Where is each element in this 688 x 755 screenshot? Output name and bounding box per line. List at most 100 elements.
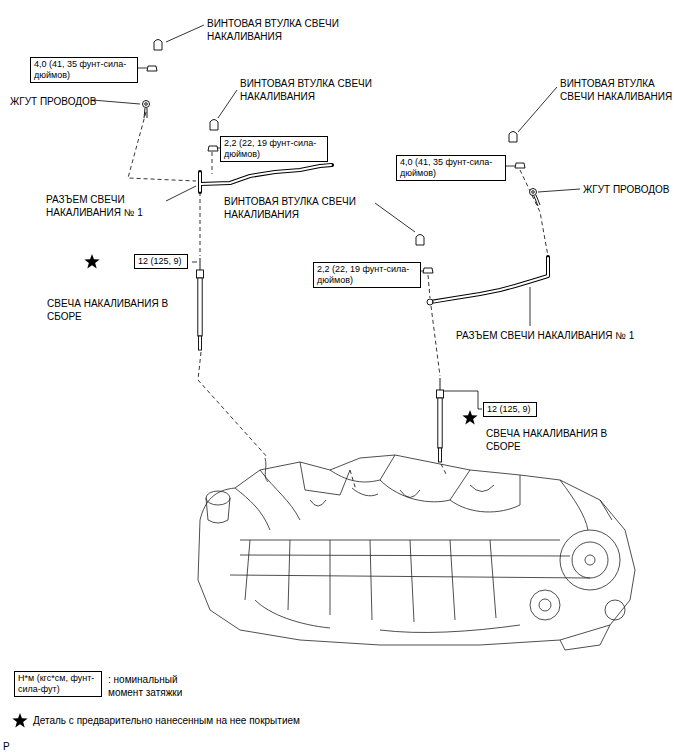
torque-value: 2,2 (22, 19 фунт-сила-дюймов) (224, 138, 324, 160)
part-name: СВЕЧА НАКАЛИВАНИЯ В СБОРЕ (47, 297, 172, 323)
nut (515, 163, 525, 168)
part-name: ЖГУТ ПРОВОДОВ (583, 183, 669, 196)
page-mark: P (3, 740, 10, 753)
leader-line (506, 166, 516, 167)
torque-spec-box: 12 (125, 9) (134, 254, 188, 269)
screw-bushing (210, 120, 218, 131)
assembly-line (431, 306, 440, 376)
leader-line (166, 186, 196, 201)
engine-illustration (605, 600, 625, 620)
assembly-line (428, 275, 430, 298)
assembly-line (198, 352, 268, 458)
engine-illustration (206, 491, 230, 505)
assembly-line (128, 112, 196, 181)
engine-illustration (206, 498, 230, 523)
glow-plug (438, 398, 442, 448)
engine-illustration (530, 590, 560, 620)
glow-plug (197, 258, 204, 350)
wire-harness-terminal (144, 108, 147, 118)
screw-bushing (509, 132, 517, 143)
torque-value: 4,0 (41, 35 фунт-сила-дюймов) (34, 59, 134, 81)
torque-spec-box: 2,2 (22, 19 фунт-сила-дюймов) (313, 262, 421, 288)
wire-harness-terminal (532, 191, 535, 194)
leader-line (538, 189, 580, 192)
engine-illustration (198, 455, 635, 645)
torque-value: 4,0 (41, 35 фунт-сила-дюймов) (400, 157, 502, 179)
engine-illustration (198, 455, 635, 650)
engine-illustration (245, 540, 496, 622)
part-name: РАЗЪЕМ СВЕЧИ НАКАЛИВАНИЯ № 1 (46, 193, 164, 219)
engine-illustration (380, 470, 470, 502)
nut (423, 268, 433, 273)
torque-spec-box: 4,0 (41, 35 фунт-сила-дюймов) (396, 155, 506, 181)
assembly-line (441, 464, 446, 474)
part-name: ЖГУТ ПРОВОДОВ (10, 95, 96, 108)
glow-plug (197, 270, 204, 278)
part-name: РАЗЪЕМ СВЕЧИ НАКАЛИВАНИЯ № 1 (456, 329, 634, 342)
glow-plug (437, 378, 444, 462)
engine-illustration (560, 530, 620, 590)
leader-line (137, 68, 147, 69)
leader-line (375, 203, 415, 232)
part-name: ВИНТОВАЯ ВТУЛКА СВЕЧИ НАКАЛИВАНИЯ (224, 195, 389, 221)
engine-illustration (235, 470, 300, 530)
screw-bushing (416, 235, 424, 246)
leader-line (218, 90, 237, 118)
engine-illustration (330, 455, 395, 482)
glow-plug-connector (427, 299, 433, 305)
engine-illustration (560, 480, 612, 530)
leader-line (92, 25, 580, 409)
glow-plug-connector (200, 165, 331, 191)
engine-illustration (265, 458, 378, 496)
glow-plug (200, 258, 201, 270)
engine-illustration (539, 599, 551, 611)
glow-plug (197, 258, 444, 462)
glow-plug (198, 278, 202, 336)
coated-part-star (12, 254, 477, 727)
wire-harness-terminal (143, 101, 150, 108)
torque-spec-box: 12 (125, 9) (483, 402, 537, 417)
torque-value: 12 (125, 9) (138, 256, 184, 267)
engine-illustration (310, 485, 494, 506)
engine-illustration (300, 462, 350, 495)
glow-plug (199, 336, 202, 350)
leader-line (444, 391, 482, 409)
legend-text: : номинальный момент затяжки (108, 673, 208, 699)
assembly-line (200, 192, 201, 256)
screw-bushing (154, 40, 162, 51)
glow-plug-connector (200, 165, 332, 192)
legend-torque-box: Н*м (кгс*см, фунт-сила-фут) (14, 671, 102, 697)
glow-plug-connector (431, 258, 548, 302)
engine-illustration (572, 542, 608, 578)
part-name: СВЕЧА НАКАЛИВАНИЯ В СБОРЕ (486, 427, 611, 453)
legend-text: Деталь с предварительно нанесенным на не… (33, 714, 473, 727)
glow-plug-connector (200, 165, 548, 305)
nut (147, 66, 157, 71)
screw-bushing (154, 40, 517, 246)
part-name: ВИНТОВАЯ ВТУЛКА СВЕЧИ НАКАЛИВАНИЯ (240, 77, 405, 103)
wire-harness-terminal (530, 189, 537, 196)
coated-part-star (12, 713, 27, 727)
wire-harness-terminal (143, 101, 541, 207)
engine-illustration (560, 625, 610, 650)
glow-plug-connector (430, 257, 548, 302)
leader-line (530, 287, 531, 326)
wire-harness-terminal (145, 103, 148, 106)
glow-plug (440, 378, 441, 390)
engine-illustration (585, 555, 595, 565)
leader-line (192, 262, 197, 263)
assembly-line (520, 170, 548, 256)
glow-plug (439, 448, 442, 462)
coated-part-star (84, 254, 99, 268)
engine-illustration (450, 475, 520, 512)
torque-value: Н*м (кгс*см, фунт-сила-фут) (18, 673, 98, 695)
nut (208, 146, 218, 151)
glow-plug (437, 390, 444, 398)
nut (147, 66, 525, 273)
torque-value: 2,2 (22, 19 фунт-сила-дюймов) (317, 264, 417, 286)
leader-line (518, 87, 557, 132)
torque-value: 12 (125, 9) (487, 404, 533, 415)
